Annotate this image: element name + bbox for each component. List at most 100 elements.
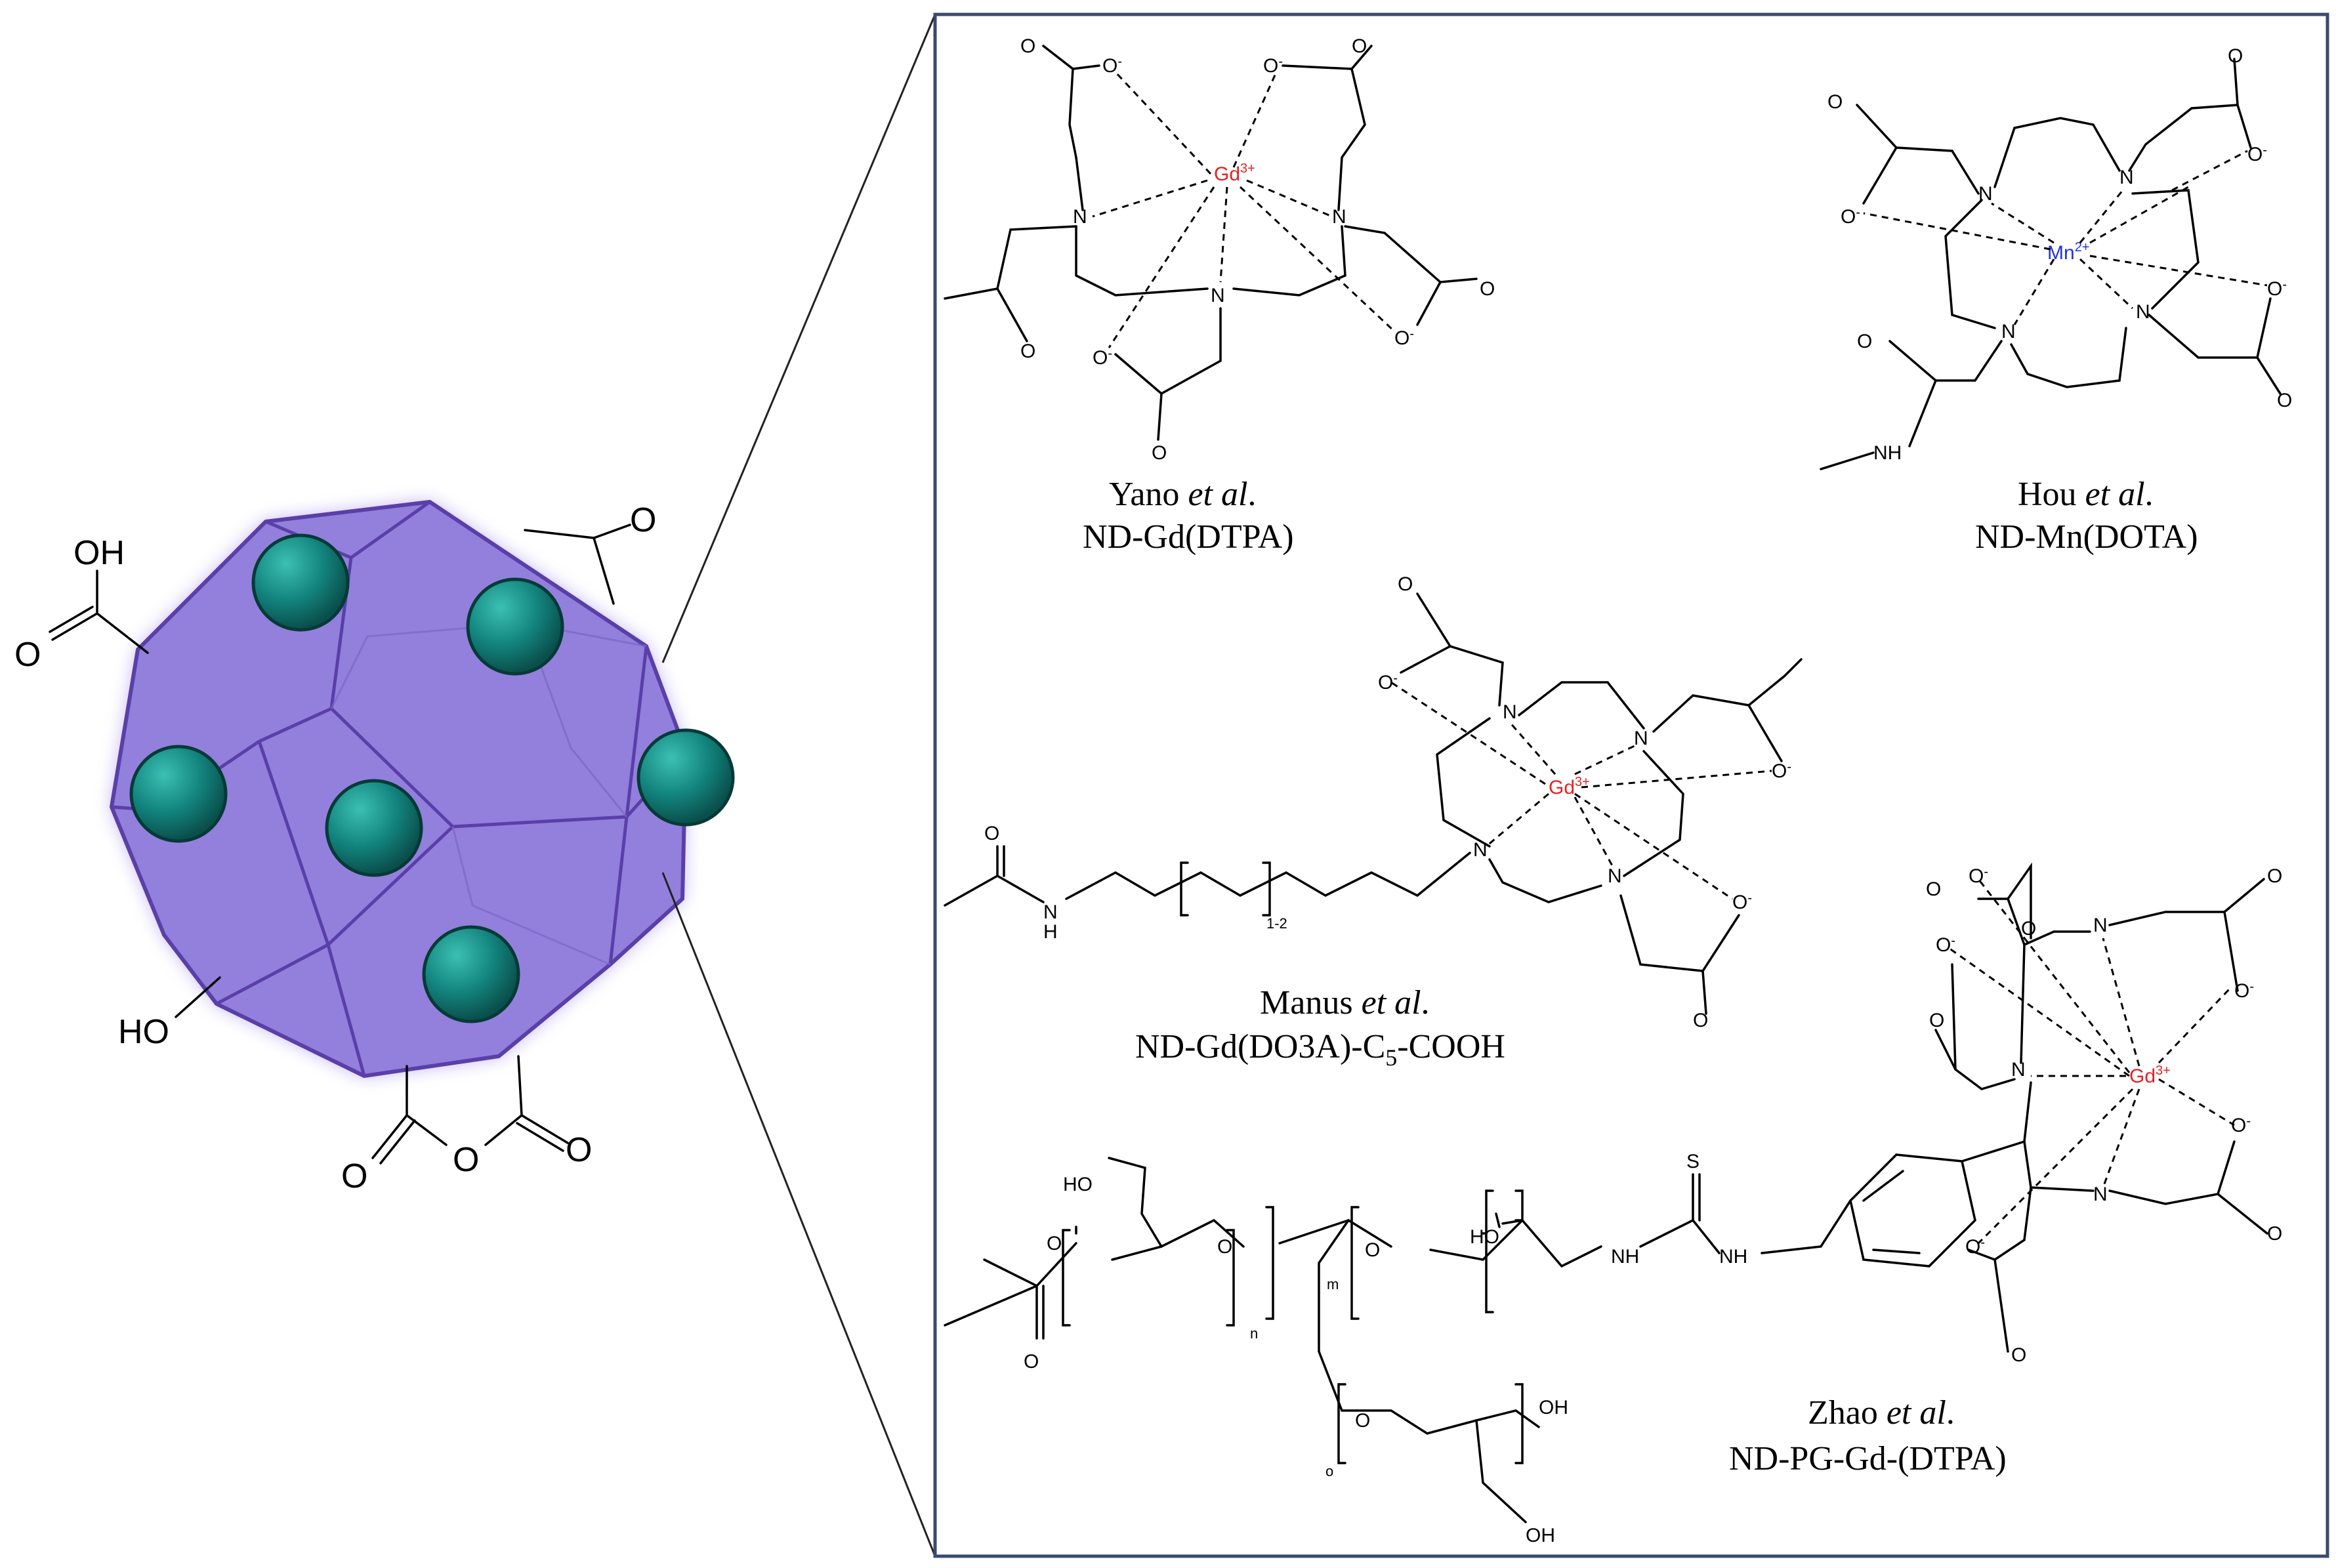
repeat-label: 1-2	[1266, 915, 1287, 932]
oh-label: OH	[1539, 1397, 1568, 1418]
o-minus: O-	[1102, 54, 1122, 77]
o-minus: O-	[1772, 760, 1791, 782]
o-minus: O-	[1732, 891, 1752, 913]
gadolinium-sphere	[129, 745, 228, 843]
carboxyl-group: OH O	[14, 534, 149, 674]
o-atom: O	[2011, 1344, 2026, 1366]
n-atom: N	[1608, 865, 1622, 887]
manus-coordination	[1390, 681, 1772, 900]
oh-label: OH	[1526, 1525, 1555, 1546]
zhao-polyglycerol-bonds	[944, 1157, 1602, 1523]
hou-coordination	[1863, 150, 2268, 325]
anhydride-group: O O O	[341, 1055, 592, 1195]
o-atom: O	[1857, 331, 1872, 352]
n-atom: N	[2136, 301, 2150, 323]
o-minus: O-	[1093, 346, 1112, 369]
manus-compound-name: ND-Gd(DO3A)-C5-COOH	[1135, 1028, 1505, 1071]
yano-compound-name: ND-Gd(DTPA)	[1083, 518, 1294, 556]
o-atom: O	[1355, 1410, 1370, 1432]
hou-compound-name: ND-Mn(DOTA)	[1975, 518, 2198, 556]
hydroxyl-label: HO	[118, 1013, 169, 1051]
o-atom: O	[1217, 1236, 1232, 1258]
o-atom: O	[2228, 45, 2243, 67]
gadolinium-sphere	[466, 577, 564, 676]
n-atom: N	[1503, 701, 1517, 723]
gd-ion-label: Gd3+	[1214, 161, 1255, 185]
n-atom: N	[2119, 167, 2134, 188]
o-minus: O-	[2234, 980, 2254, 1002]
nanodiamond: OH O O HO O O O	[14, 500, 735, 1195]
n-atom: N	[1332, 206, 1346, 228]
nh-label: NH	[1719, 1246, 1747, 1268]
o-atom: O	[2267, 1223, 2282, 1245]
ho-label: HO	[1470, 1226, 1499, 1248]
structure-manus: Gd3+ N N N N O O- O- O- O O N H 1-2	[944, 573, 1803, 1071]
gadolinium-sphere	[251, 533, 350, 632]
hou-author: Hou et al.	[2018, 476, 2154, 513]
o-atom: O	[1398, 573, 1413, 595]
o-atom: O	[1020, 35, 1035, 57]
ketone-group: O	[524, 501, 656, 605]
zoom-line	[661, 872, 936, 1557]
o-minus: O-	[2247, 143, 2267, 165]
nh-label: NH	[1873, 442, 1902, 464]
o-atom: O	[1365, 1239, 1380, 1261]
structure-yano: Gd3+ N N N O O- O- O O O- O- O O	[944, 35, 1495, 556]
yano-author: Yano et al.	[1109, 476, 1256, 513]
n-atom: N	[2011, 1059, 2026, 1081]
yano-coordination	[1092, 71, 1396, 348]
nh-label: NH	[1611, 1246, 1639, 1268]
o-minus: O-	[1394, 327, 1414, 349]
s-atom: S	[1686, 1151, 1700, 1172]
zhao-author: Zhao et al.	[1808, 1394, 1955, 1432]
mn-ion-label: Mn2+	[2047, 240, 2090, 264]
gd-ion-label: Gd3+	[2129, 1063, 2171, 1087]
n-atom: N	[1634, 728, 1648, 749]
zhao-linker-bonds	[1639, 1140, 2026, 1268]
o-atom: O	[1929, 1010, 1944, 1031]
ketone-o-label: O	[630, 501, 656, 539]
structure-zhao: Gd3+ O O O O- O- N N N O O- O- O O- O	[944, 862, 2282, 1546]
anhydride-o-label: O	[341, 1157, 367, 1195]
o-atom: O	[2277, 390, 2292, 411]
anhydride-o-label: O	[453, 1141, 479, 1179]
o-atom: O	[1926, 878, 1941, 900]
o-minus: O-	[2231, 1114, 2251, 1136]
gadolinium-sphere	[325, 779, 423, 877]
zhao-coordination	[1948, 878, 2235, 1248]
o-atom: O	[1020, 340, 1035, 362]
o-minus: O-	[1378, 671, 1398, 693]
o-atom: O	[1827, 91, 1843, 113]
o-atom: O	[984, 823, 999, 844]
hou-bonds	[1820, 58, 2282, 470]
o-atom: O	[2021, 918, 2036, 939]
gadolinium-sphere	[636, 728, 735, 827]
o-minus: O-	[1936, 934, 1955, 956]
nh-h: H	[1043, 921, 1058, 943]
n-atom: N	[1473, 839, 1488, 861]
n-atom: N	[1073, 206, 1087, 228]
repeat-m-label: m	[1327, 1276, 1339, 1292]
n-atom: N	[2093, 1184, 2108, 1205]
n-atom: N	[2001, 321, 2016, 342]
structure-hou: Mn2+ N N N N O O- O O- O- O O NH	[1820, 45, 2292, 556]
o-atom: O	[1047, 1233, 1062, 1254]
n-atom: N	[1211, 285, 1225, 306]
hydroxyl-group: HO	[118, 976, 221, 1051]
o-minus: O-	[1263, 54, 1283, 77]
o-minus: O-	[1841, 205, 1860, 228]
structures-panel	[933, 12, 2329, 1558]
yano-bonds	[944, 45, 1478, 441]
repeat-n-label: n	[1250, 1325, 1258, 1342]
anhydride-o-label: O	[566, 1131, 592, 1169]
ho-label: HO	[1063, 1174, 1093, 1195]
zhao-dtpa-bonds	[1934, 862, 2268, 1353]
manus-bonds	[944, 592, 1803, 1015]
o-atom: O	[2267, 865, 2282, 887]
repeat-o-label: o	[1325, 1463, 1333, 1479]
zhao-compound-name: ND-PG-Gd-(DTPA)	[1729, 1440, 2007, 1477]
zoom-line	[661, 14, 936, 663]
o-atom: O	[1024, 1351, 1039, 1372]
n-atom: N	[2093, 915, 2108, 936]
